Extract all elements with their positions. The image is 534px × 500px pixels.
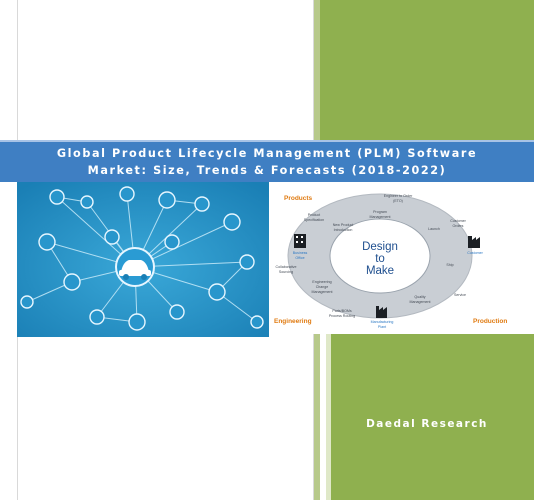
panel-white-stripe: [320, 334, 326, 500]
stage-manufacturing-plant: Manufacturing: [371, 320, 394, 324]
stage-business-office-2: Office: [295, 256, 304, 260]
stage-engineer-to-order: Engineer to Order: [384, 194, 413, 198]
center-text-design: Design: [362, 241, 398, 253]
publisher-name: Daedal Research: [366, 418, 488, 430]
stage-customer-orders-2: Orders: [453, 224, 464, 228]
stage-new-product-2: Introduction: [334, 228, 353, 232]
connected-network-illustration: [17, 182, 269, 337]
stage-collab-sourcing: Collaborative: [276, 265, 297, 269]
stage-business-office: Business: [293, 251, 308, 255]
stage-customer: Customer: [467, 251, 483, 255]
stage-ship: Ship: [446, 263, 453, 267]
office-building-icon: [294, 234, 306, 248]
plm-cycle-diagram: Design to Make Products Engineering Prod…: [270, 182, 534, 334]
stage-engineer-to-order-abbr: (ETO): [393, 199, 403, 203]
stage-collab-sourcing-2: Sourcing: [279, 270, 293, 274]
manufacturing-plant-icon: [376, 306, 387, 318]
corner-label-engineering: Engineering: [274, 318, 312, 325]
stage-engineering-change-3: Management: [312, 290, 333, 294]
corner-label-production: Production: [473, 318, 507, 325]
stage-engineering-change-2: Change: [316, 285, 329, 289]
network-nodes: [20, 186, 264, 331]
stage-new-product: New Product: [333, 223, 354, 227]
center-text-to: to: [375, 253, 385, 265]
stage-service: Service: [454, 293, 466, 297]
stage-customer-orders: Customer: [450, 219, 466, 223]
corner-label-products: Products: [284, 195, 313, 202]
stage-manufacturing-plant-2: Plant: [378, 325, 386, 329]
report-title-line-2: Market: Size, Trends & Forecasts (2018-2…: [87, 164, 447, 177]
panel-pale-stripe: [326, 334, 331, 500]
stage-product-spec-2: Specification: [304, 218, 324, 222]
stage-product-spec: Product: [308, 213, 320, 217]
stage-quality-management-2: Management: [410, 300, 431, 304]
stage-program-management: Program: [373, 210, 387, 214]
center-text-make: Make: [366, 265, 394, 277]
customer-factory-icon: [468, 236, 480, 248]
report-title-line-1: Global Product Lifecycle Management (PLM…: [56, 147, 478, 160]
cycle-center: [329, 218, 431, 294]
stage-engineering-change: Engineering: [312, 280, 331, 284]
stage-parts-bom-2: Process Routing: [329, 314, 355, 318]
report-title-bar: Global Product Lifecycle Management (PLM…: [0, 140, 534, 182]
stage-parts-bom: Parts/BOMs: [332, 309, 352, 313]
stage-program-management-2: Management: [370, 215, 391, 219]
stage-quality-management: Quality: [414, 295, 425, 299]
stage-launch: Launch: [428, 227, 440, 231]
car-icon: [115, 247, 155, 287]
